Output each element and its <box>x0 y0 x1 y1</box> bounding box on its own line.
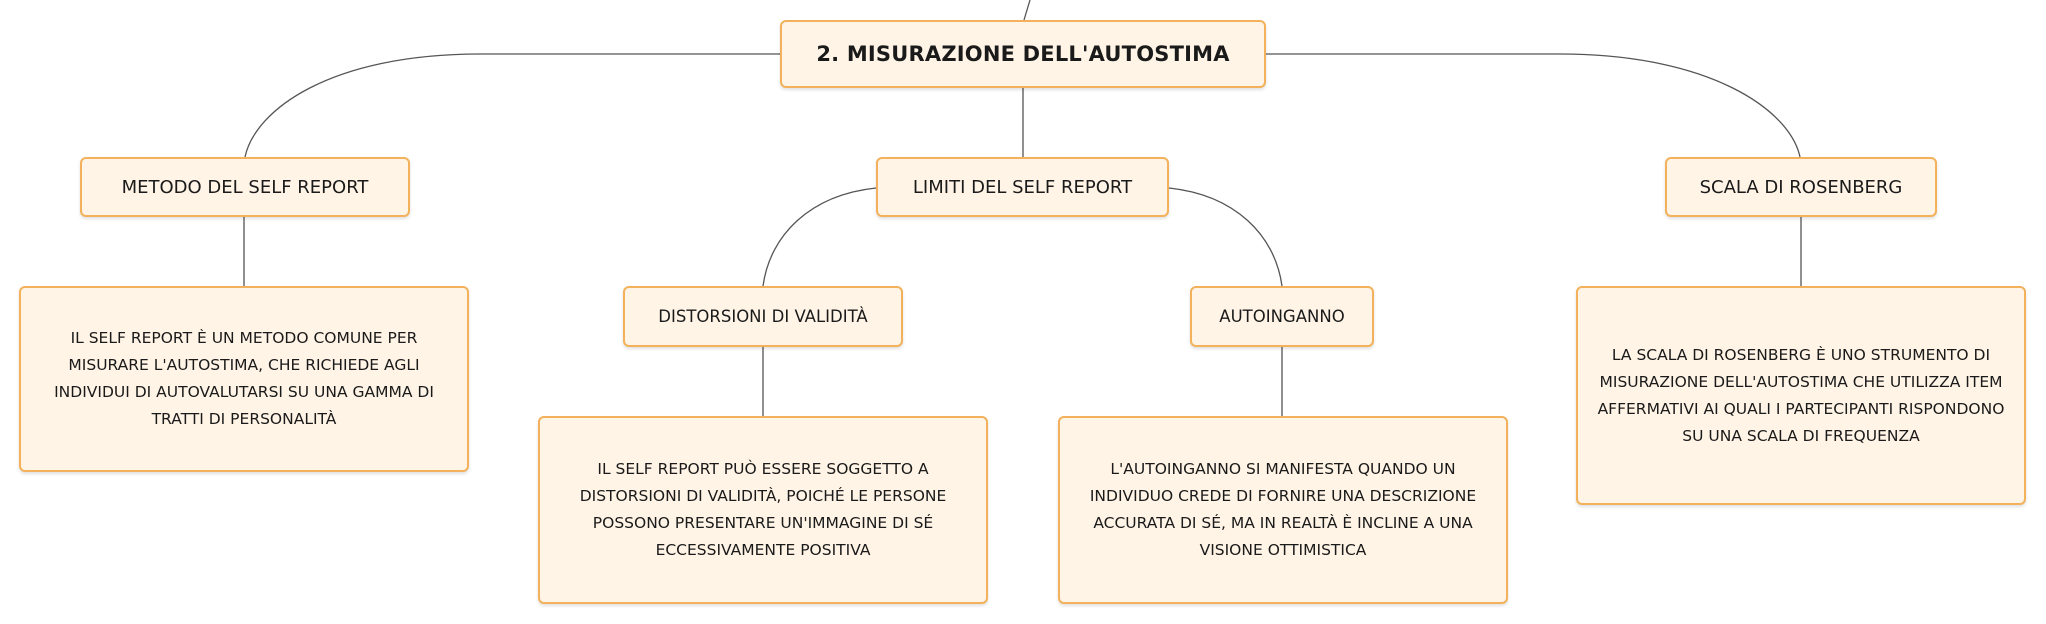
note-node-distorsioni-validita[interactable]: IL SELF REPORT PUÒ ESSERE SOGGETTO A DIS… <box>538 416 988 604</box>
connector-root-to-scala <box>1266 53 1801 158</box>
root-node[interactable]: 2. MISURAZIONE DELL'AUTOSTIMA <box>780 20 1266 88</box>
topic-node-label: METODO DEL SELF REPORT <box>121 176 369 198</box>
subtopic-node-distorsioni-validita[interactable]: DISTORSIONI DI VALIDITÀ <box>623 286 903 347</box>
note-node-scala-rosenberg[interactable]: LA SCALA DI ROSENBERG È UNO STRUMENTO DI… <box>1576 286 2026 505</box>
connector-limiti-to-autoinganno <box>1168 187 1283 287</box>
connector-limiti-to-distorsioni <box>762 187 877 287</box>
note-text: L'AUTOINGANNO SI MANIFESTA QUANDO UN IND… <box>1089 460 1477 559</box>
connector-incoming-root <box>1023 0 1031 21</box>
note-text: IL SELF REPORT È UN METODO COMUNE PER MI… <box>54 329 434 428</box>
note-text: LA SCALA DI ROSENBERG È UNO STRUMENTO DI… <box>1597 345 2005 445</box>
note-node-metodo-self-report[interactable]: IL SELF REPORT È UN METODO COMUNE PER MI… <box>19 286 469 472</box>
note-node-autoinganno[interactable]: L'AUTOINGANNO SI MANIFESTA QUANDO UN IND… <box>1058 416 1508 604</box>
root-node-label: 2. MISURAZIONE DELL'AUTOSTIMA <box>816 42 1230 66</box>
topic-node-scala-rosenberg[interactable]: SCALA DI ROSENBERG <box>1665 157 1937 217</box>
subtopic-node-label: DISTORSIONI DI VALIDITÀ <box>658 307 868 326</box>
note-text: IL SELF REPORT PUÒ ESSERE SOGGETTO A DIS… <box>579 460 947 559</box>
topic-node-label: LIMITI DEL SELF REPORT <box>912 176 1133 198</box>
connector-root-to-metodo <box>244 53 780 158</box>
topic-node-metodo-self-report[interactable]: METODO DEL SELF REPORT <box>80 157 410 217</box>
topic-node-label: SCALA DI ROSENBERG <box>1699 176 1903 198</box>
subtopic-node-label: AUTOINGANNO <box>1219 307 1345 326</box>
topic-node-limiti-self-report[interactable]: LIMITI DEL SELF REPORT <box>876 157 1169 217</box>
subtopic-node-autoinganno[interactable]: AUTOINGANNO <box>1190 286 1374 347</box>
